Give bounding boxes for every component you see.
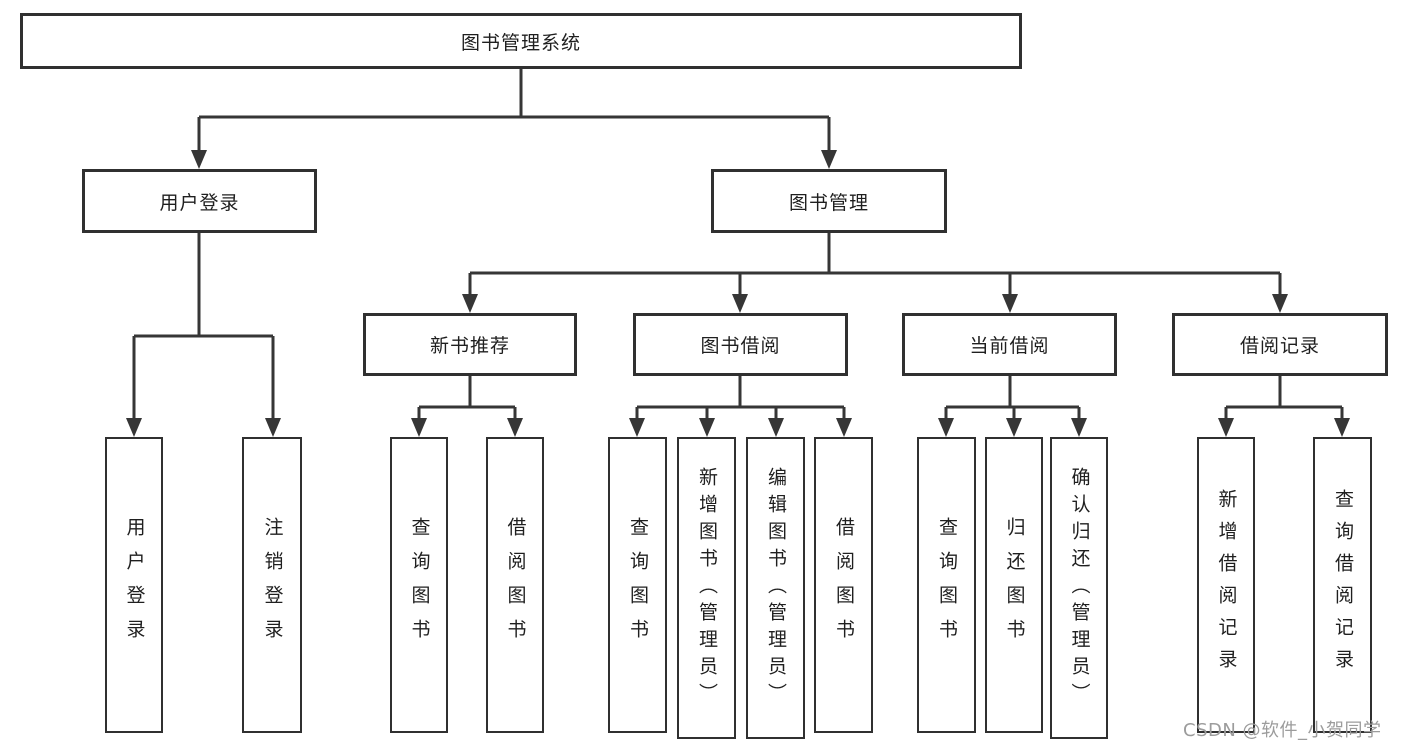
leaf-label: 借阅图书 [833,517,855,653]
leaf-label: 新增借阅记录 [1215,489,1238,681]
node-new-book-recommend: 新书推荐 [363,313,577,376]
leaf-edit-books-admin: 编辑图书（管理员） [746,437,805,739]
arrowheads [126,150,1350,437]
leaf-add-borrow-record: 新增借阅记录 [1197,437,1255,733]
node-label: 图书管理 [788,191,869,214]
leaf-borrow-books-borrowing: 借阅图书 [814,437,873,733]
leaf-query-borrow-record: 查询借阅记录 [1313,437,1372,733]
leaf-query-books-recommend: 查询图书 [390,437,448,733]
leaf-label: 归还图书 [1003,517,1026,653]
leaf-label: 用户登录 [123,517,146,653]
leaf-label: 新增图书（管理员） [696,466,718,710]
node-label: 借阅记录 [1239,335,1320,357]
node-current-borrowing: 当前借阅 [902,313,1117,376]
leaf-label: 查询图书 [627,517,649,653]
leaf-logout: 注销登录 [242,437,302,733]
leaf-label: 查询图书 [408,517,431,653]
leaf-confirm-return-admin: 确认归还（管理员） [1050,437,1108,739]
node-book-borrowing: 图书借阅 [633,313,848,376]
leaf-borrow-books-recommend: 借阅图书 [486,437,544,733]
node-label: 用户登录 [159,191,240,214]
csdn-watermark: CSDN @软件_小贺同学 [1183,720,1382,741]
leaf-add-books-admin: 新增图书（管理员） [677,437,736,739]
node-user-login: 用户登录 [82,169,317,233]
leaf-user-login: 用户登录 [105,437,163,733]
node-library-management-system: 图书管理系统 [20,13,1022,69]
leaf-label: 注销登录 [261,517,284,653]
node-label: 图书借阅 [700,335,781,357]
node-label: 当前借阅 [969,335,1050,357]
node-borrow-records: 借阅记录 [1172,313,1388,376]
leaf-label: 确认归还（管理员） [1068,466,1091,710]
node-label: 图书管理系统 [460,31,581,54]
leaf-query-books-current: 查询图书 [917,437,976,733]
leaf-label: 借阅图书 [504,517,527,653]
leaf-query-books-borrowing: 查询图书 [608,437,667,733]
leaf-label: 编辑图书（管理员） [765,466,787,710]
node-book-management: 图书管理 [711,169,947,233]
leaf-label: 查询借阅记录 [1332,489,1354,681]
node-label: 新书推荐 [429,335,510,357]
leaf-return-books: 归还图书 [985,437,1043,733]
leaf-label: 查询图书 [936,517,958,653]
